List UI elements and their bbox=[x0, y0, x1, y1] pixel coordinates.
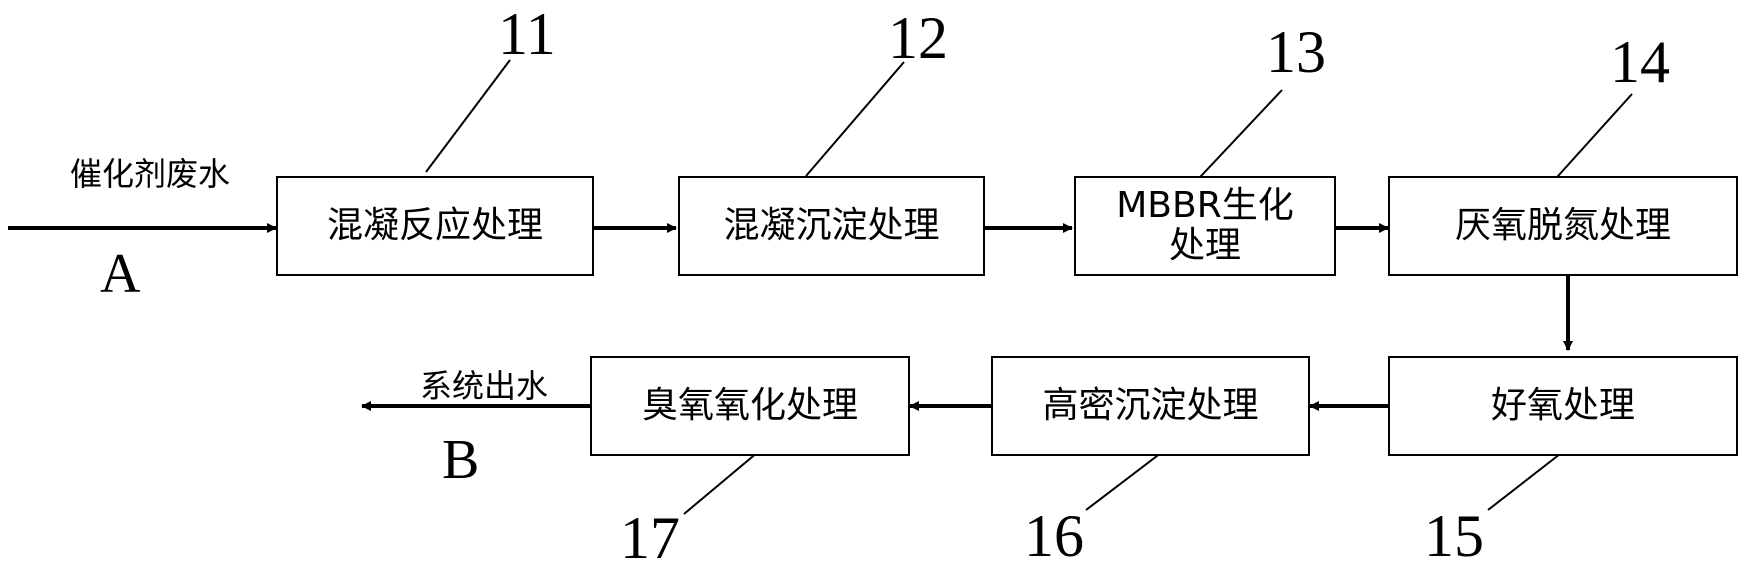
ref-number-16: 16 bbox=[1024, 503, 1084, 569]
output-label: 系统出水 bbox=[420, 367, 549, 405]
ref-number-15: 15 bbox=[1424, 503, 1484, 569]
step-box-16: 高密沉淀处理 bbox=[991, 356, 1310, 456]
step-box-15: 好氧处理 bbox=[1388, 356, 1738, 456]
step-label-15: 好氧处理 bbox=[1490, 385, 1635, 427]
leader-11 bbox=[425, 59, 511, 173]
input-label: 催化剂废水 bbox=[70, 155, 231, 193]
step-box-12: 混凝沉淀处理 bbox=[678, 176, 985, 276]
step-box-11: 混凝反应处理 bbox=[276, 176, 594, 276]
ref-number-12: 12 bbox=[888, 5, 948, 71]
ref-number-14: 14 bbox=[1610, 29, 1670, 95]
step-label-13: MBBR生化处理 bbox=[1116, 185, 1294, 266]
step-label-16: 高密沉淀处理 bbox=[1042, 385, 1259, 427]
step-label-17: 臭氧氧化处理 bbox=[641, 385, 858, 427]
step-label-14: 厌氧脱氮处理 bbox=[1454, 205, 1671, 247]
ref-number-11: 11 bbox=[498, 1, 556, 67]
leader-12 bbox=[805, 61, 905, 177]
step-label-12: 混凝沉淀处理 bbox=[723, 205, 940, 247]
ref-number-17: 17 bbox=[620, 505, 680, 571]
step-box-13: MBBR生化处理 bbox=[1074, 176, 1336, 276]
step-box-14: 厌氧脱氮处理 bbox=[1388, 176, 1738, 276]
input-letter: A bbox=[100, 243, 141, 305]
output-letter: B bbox=[442, 429, 480, 491]
ref-number-13: 13 bbox=[1266, 19, 1326, 85]
step-box-17: 臭氧氧化处理 bbox=[590, 356, 910, 456]
step-label-11: 混凝反应处理 bbox=[326, 205, 543, 247]
leader-13 bbox=[1185, 89, 1283, 193]
